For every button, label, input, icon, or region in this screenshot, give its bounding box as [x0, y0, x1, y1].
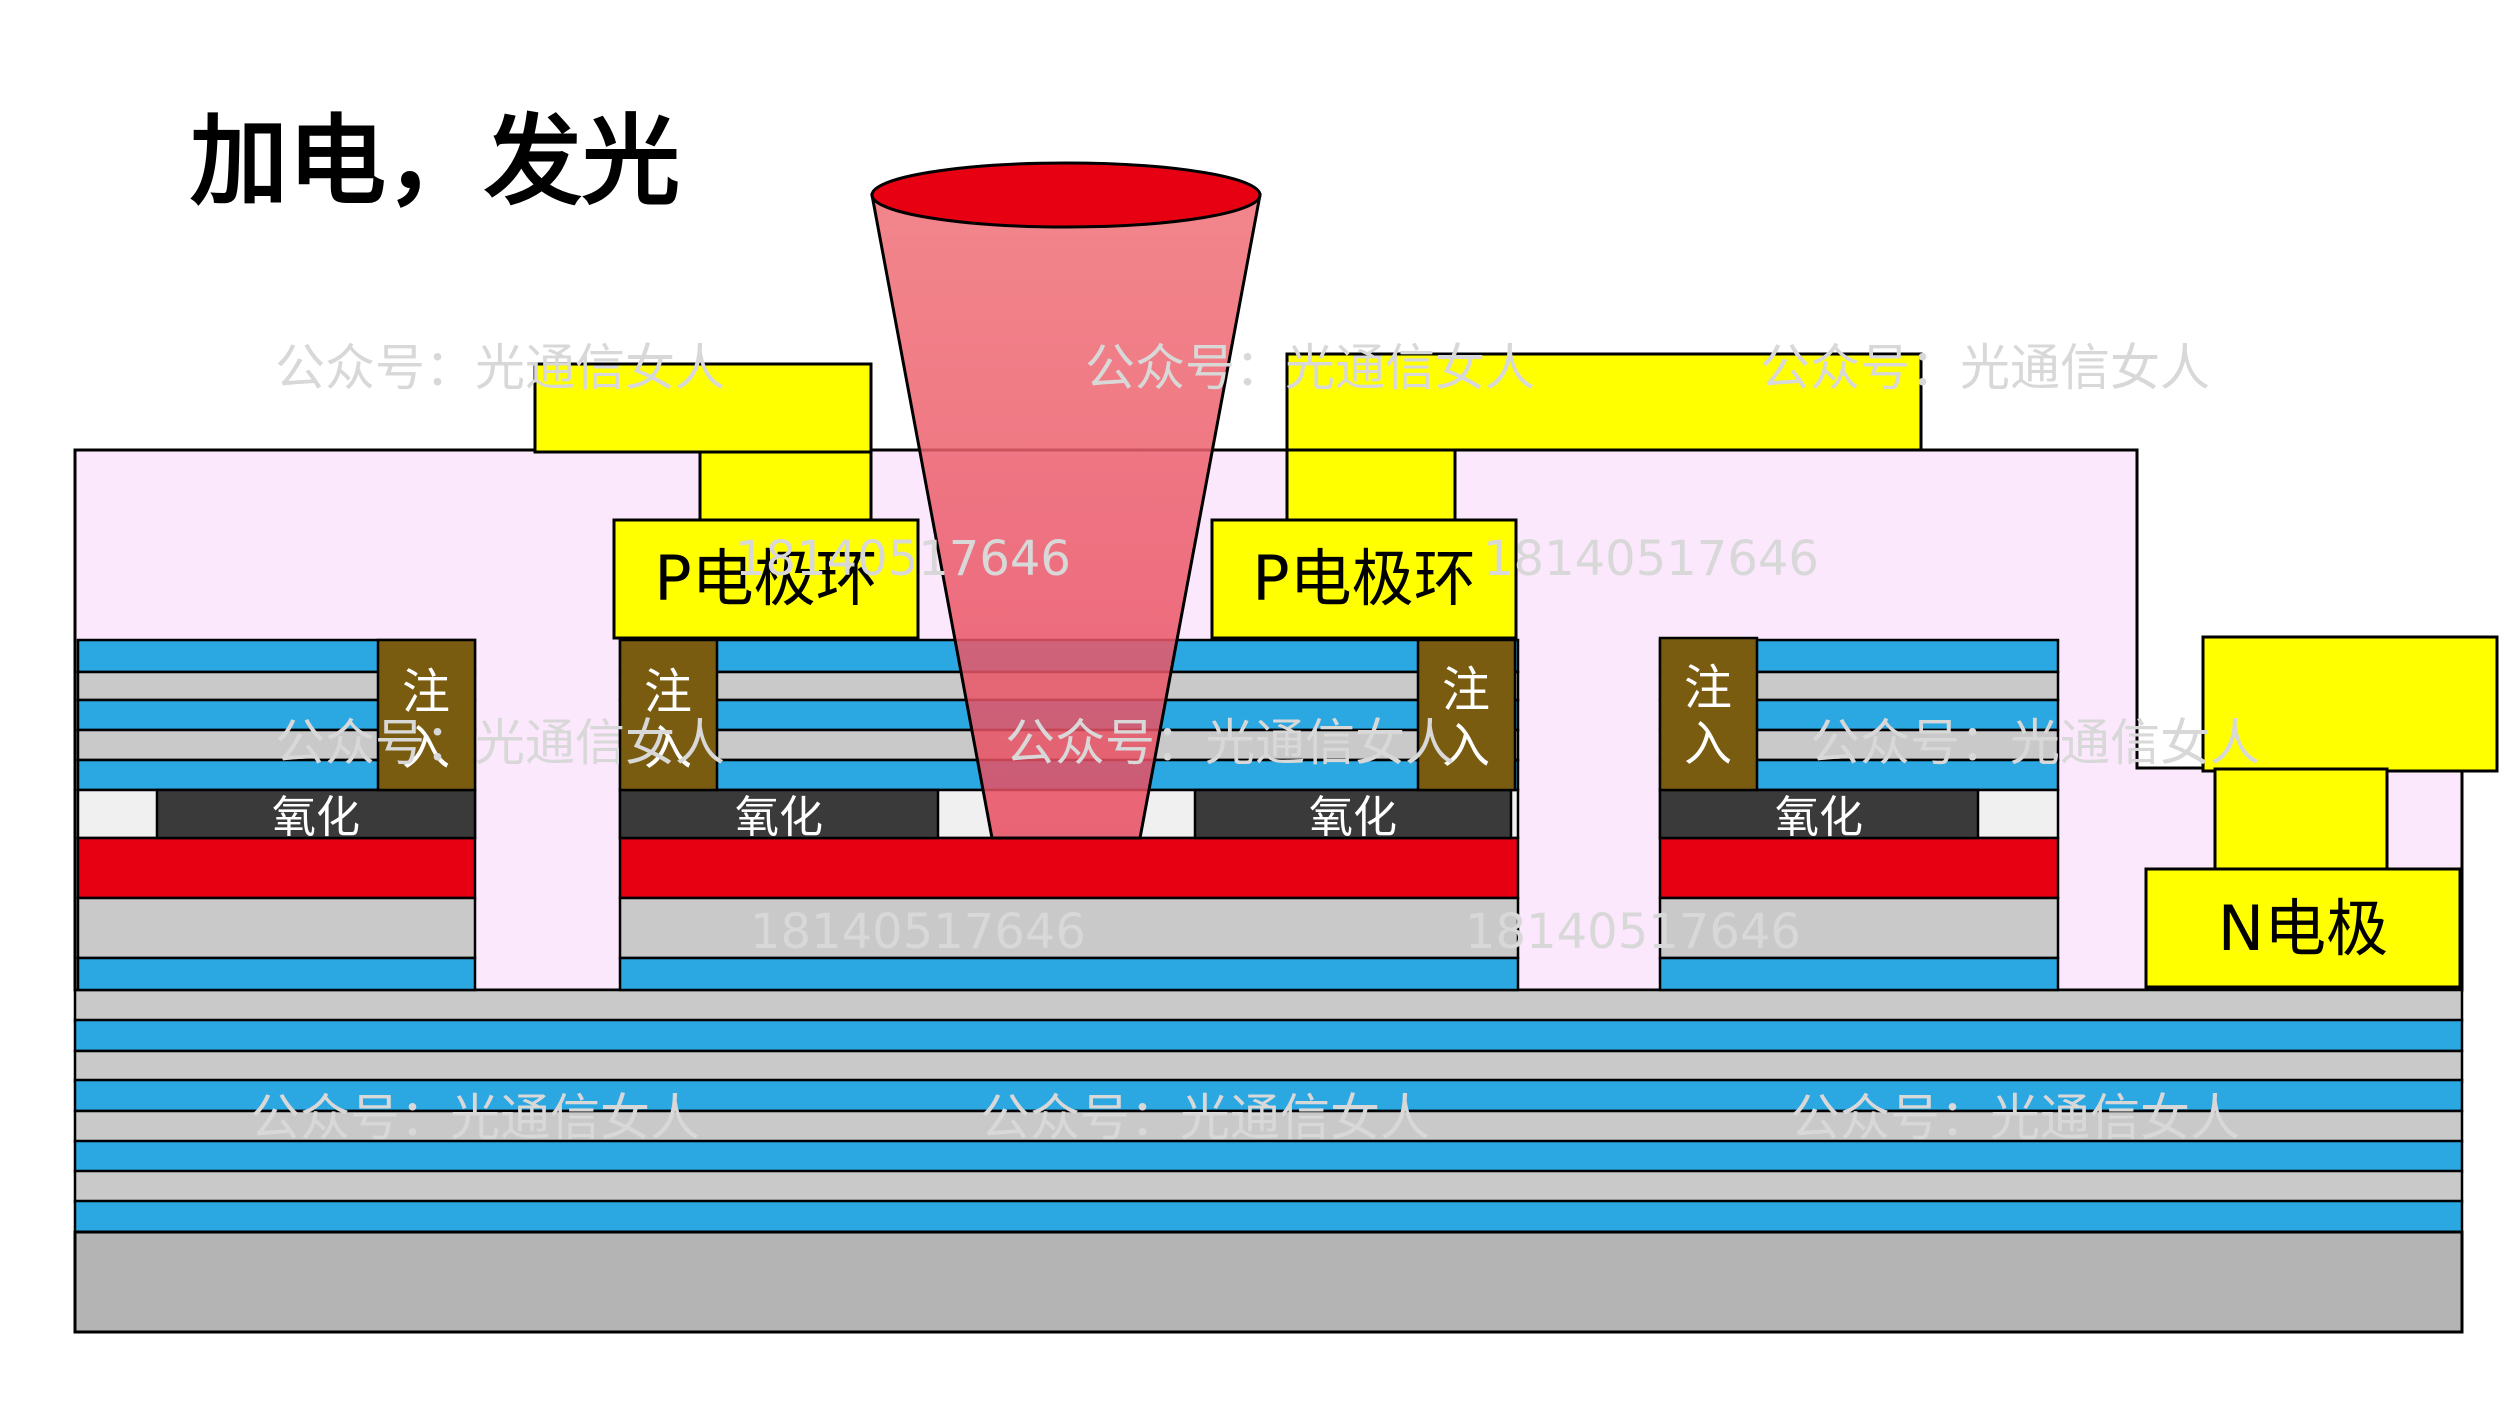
implant-block: [618, 638, 719, 792]
implant-label-bottom: 入: [402, 720, 450, 776]
watermark-account: 公众号：光通信女人: [1760, 339, 2210, 397]
n-metal-top: [2201, 635, 2499, 773]
watermark-account: 公众号：光通信女人: [1085, 339, 1535, 397]
oxide-block: [155, 788, 477, 840]
n-metal-via: [2213, 767, 2389, 873]
implant-label-top: 注: [1684, 660, 1732, 716]
watermark-phone: 18140517646: [735, 531, 1071, 587]
mirror-layer-high: [73, 1199, 2464, 1234]
mirror-layer-low: [73, 1049, 2464, 1084]
p-metal-via-left: [698, 450, 873, 524]
watermark-account: 公众号：光通信女人: [250, 1089, 700, 1147]
spacer-layer: [76, 896, 477, 960]
oxide-block: [1658, 788, 1980, 840]
watermark-account: 公众号：光通信女人: [980, 1089, 1430, 1147]
implant-block: [1658, 636, 1759, 792]
watermark-account: 公众号：光通信女人: [275, 339, 725, 397]
p-electrode-ring-label-right: P电极环: [1252, 542, 1475, 615]
implant-block: [1416, 638, 1517, 792]
p-metal-trace-right: [1285, 352, 1923, 452]
p-electrode-ring-left: [612, 518, 920, 640]
oxide-label: 氧化: [272, 792, 360, 843]
oxide-label: 氧化: [735, 792, 823, 843]
mirror-layer-low: [73, 988, 2464, 1023]
watermark-account: 公众号：光通信女人: [275, 714, 725, 772]
watermark-phone: 18140517646: [750, 904, 1086, 960]
p-metal-via-right: [1285, 448, 1457, 524]
mirror-layer-high: [1658, 956, 2060, 992]
metal-electrodes: [533, 352, 2499, 989]
mirror-layer-low: [73, 1169, 2464, 1204]
mirror-layer-high: [73, 1139, 2464, 1174]
oxide-label: 氧化: [1309, 792, 1397, 843]
watermark-account: 公众号：光通信女人: [1790, 1089, 2240, 1147]
implant-label-bottom: 入: [1442, 718, 1490, 774]
bottom-dbr-mirror: [73, 988, 2464, 1234]
watermark-phone: 18140517646: [1465, 904, 1801, 960]
substrate: [73, 1230, 2464, 1334]
implant-label-bottom: 入: [1684, 716, 1732, 772]
watermark-account: 公众号：光通信女人: [1810, 714, 2260, 772]
mirror-layer-high: [73, 1018, 2464, 1053]
watermark-account: 公众号：光通信女人: [1005, 714, 1455, 772]
implant-label-bottom: 入: [644, 720, 692, 776]
mirror-layer-high: [76, 956, 477, 992]
p-electrode-ring-label-left: P电极环: [654, 542, 877, 615]
spacer-layer: [1658, 896, 2060, 960]
slide-title: 加电，发光: [190, 105, 680, 219]
p-metal-trace-left: [533, 362, 873, 454]
oxide-block: [618, 788, 940, 840]
active-region: [76, 836, 477, 900]
beam-top-ellipse: [870, 161, 1262, 229]
oxide-label: 氧化: [1775, 792, 1863, 843]
implant-regions: 注 入 注 入 注 入 注 入: [376, 636, 1759, 792]
implant-label-top: 注: [402, 664, 450, 720]
oxide-block: [1193, 788, 1513, 840]
emission-beam: [870, 161, 1262, 840]
oxide-layers: 氧化 氧化 氧化 氧化: [155, 788, 1980, 843]
p-electrode-ring-right: [1210, 518, 1518, 640]
watermark-phone: 18140517646: [1483, 531, 1819, 587]
active-region: [618, 836, 1520, 900]
implant-label-top: 注: [1442, 662, 1490, 718]
n-electrode-label: N电极: [2218, 892, 2388, 965]
implant-block: [376, 638, 477, 792]
n-electrode: [2144, 867, 2462, 989]
implant-label-top: 注: [644, 664, 692, 720]
watermarks: 公众号：光通信女人 公众号：光通信女人 公众号：光通信女人 1814051764…: [250, 339, 2260, 1147]
active-region: [1658, 836, 2060, 900]
mirror-layer-high: [73, 1078, 2464, 1113]
mirror-layer-high: [618, 956, 1520, 992]
